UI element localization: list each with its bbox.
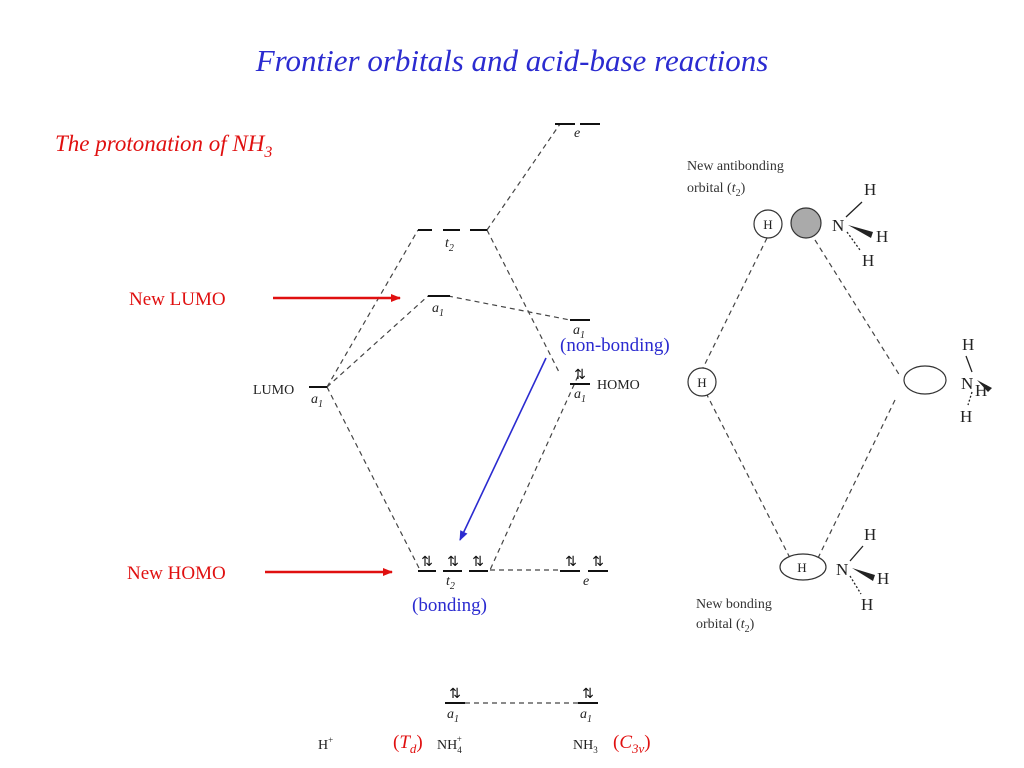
energy-levels [309, 123, 608, 704]
orbital-label-a1: a1 [573, 323, 585, 341]
new-lumo-callout: New LUMO [129, 289, 401, 310]
h-atom-label: H [962, 335, 974, 354]
new-homo-callout: New HOMO [127, 563, 393, 584]
h-atom-label: H [862, 251, 874, 270]
spin-pair: ⇅ [565, 554, 577, 570]
spin-pair: ⇅ [582, 686, 594, 702]
spin-pair: ⇅ [472, 554, 484, 570]
spin-pair: ⇅ [447, 554, 459, 570]
spin-pair: ⇅ [574, 367, 586, 383]
h-atom-label: H [876, 227, 888, 246]
h-atom-label: H [861, 595, 873, 614]
nh3-molecule-bottom: N H H H [836, 525, 889, 614]
orbital-label-e: e [574, 126, 580, 141]
h-orbital-lobe [753, 209, 783, 239]
n-atom-label: N [832, 216, 844, 235]
h-plus-label: H+ [318, 735, 333, 753]
antibonding-caption: New antibonding [687, 159, 784, 174]
non-bonding-label: (non-bonding) [560, 335, 670, 356]
orbital-label-a1: a1 [311, 392, 323, 410]
h-atom-label: H [697, 375, 706, 390]
spin-pair: ⇅ [421, 554, 433, 570]
spin-pair: ⇅ [449, 686, 461, 702]
subtitle: The protonation of NH3 [55, 131, 272, 161]
bonding-orbital-lobe [779, 553, 827, 581]
lumo-label: LUMO [253, 383, 294, 398]
orbital-label-a1: a1 [574, 387, 586, 405]
bonding-caption: New bonding [696, 597, 772, 612]
n-lone-pair-lobe [903, 365, 947, 395]
electron-spins: ⇅ ⇅ ⇅ ⇅ ⇅ ⇅ ⇅ ⇅ [421, 367, 604, 702]
h-atom-label: H [864, 525, 876, 544]
correlation-lines [326, 123, 579, 704]
nh4-label: NH4+ [437, 734, 462, 755]
orbital-label-e: e [583, 574, 589, 589]
orbital-label-t2: t2 [446, 574, 455, 592]
new-lumo-label: New LUMO [129, 289, 226, 310]
species-labels: H+ (Td) NH4+ NH3 (C3v) [318, 732, 651, 756]
orbital-label-t2: t2 [445, 236, 454, 254]
h-atom-label: H [960, 407, 972, 426]
nh3-label: NH3 [573, 738, 598, 755]
td-symmetry-label: (Td) [393, 732, 423, 756]
orbital-label-a1: a1 [580, 707, 592, 725]
orbital-labels: e t2 a1 a1 a1 a1 t2 e a1 a1 LUMO HOMO [253, 126, 640, 725]
non-bonding-to-bonding-arrow [459, 357, 547, 541]
spin-pair: ⇅ [592, 554, 604, 570]
new-homo-label: New HOMO [127, 563, 226, 584]
n-atom-label: N [836, 560, 848, 579]
nh3-molecule-top: N H H H [832, 180, 888, 270]
h-atom-label: H [797, 560, 806, 575]
orbital-label-a1: a1 [447, 707, 459, 725]
n-orbital-lobe-shaded [790, 207, 822, 239]
bonding-caption: orbital (t2) [696, 617, 755, 635]
bonding-label: (bonding) [412, 595, 487, 616]
h-orbital-lobe [687, 367, 717, 397]
antibonding-caption: orbital (t2) [687, 181, 746, 199]
orbital-label-a1: a1 [432, 301, 444, 319]
n-atom-label: N [961, 374, 973, 393]
c3v-symmetry-label: (C3v) [613, 732, 651, 756]
h-atom-label: H [864, 180, 876, 199]
h-atom-label: H [877, 569, 889, 588]
h-atom-label: H [763, 217, 772, 232]
page-title: Frontier orbitals and acid-base reaction… [255, 43, 769, 78]
nh3-molecule-middle: N H H H [960, 335, 992, 426]
homo-label: HOMO [597, 378, 640, 393]
orbital-pictures: New antibonding orbital (t2) H N H H H H… [687, 159, 992, 635]
